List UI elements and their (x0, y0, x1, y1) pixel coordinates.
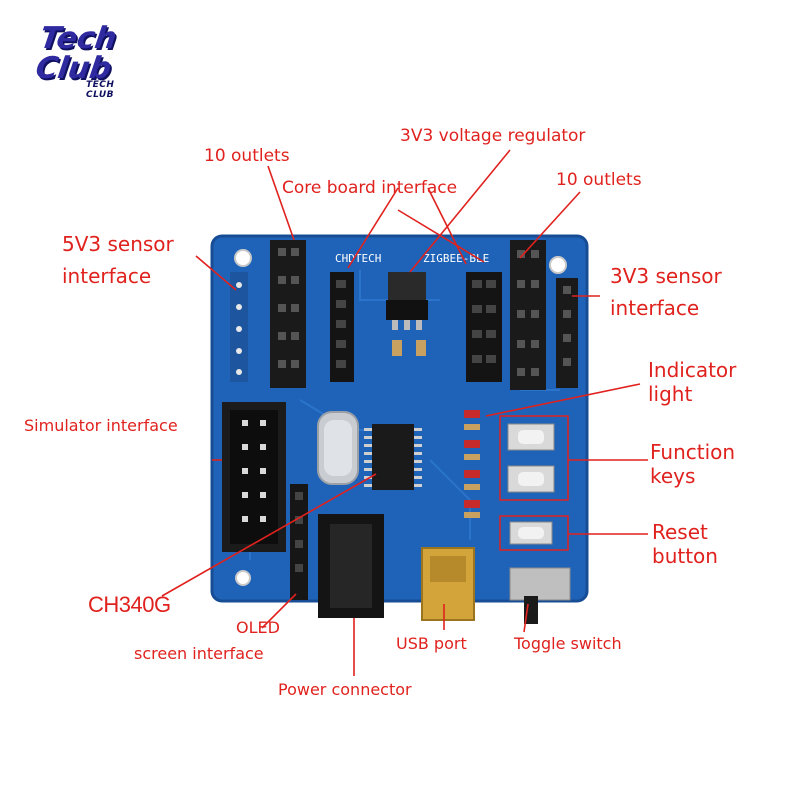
label-power-connector: Power connector (278, 680, 412, 699)
function-key-s2 (507, 423, 555, 451)
simulator-interface-connector (222, 402, 286, 552)
indicator-leds (464, 410, 480, 518)
logo-subtitle: TECH CLUB (86, 80, 115, 100)
logo-title: Tech Club (33, 21, 119, 86)
capacitor (392, 340, 402, 356)
right-outlet-header (510, 240, 546, 390)
label-toggle-switch: Toggle switch (514, 634, 622, 653)
toggle-switch-part (509, 567, 571, 624)
power-connector-part (318, 514, 384, 618)
leader-lines (161, 149, 648, 676)
core-board-header-left (330, 272, 354, 382)
voltage-regulator (386, 272, 428, 330)
ch340g-chip (364, 424, 422, 490)
label-sensor-3v3-line1: 3V3 sensor (610, 264, 722, 288)
mounting-hole (549, 256, 567, 274)
sensor-3v3-header (556, 278, 578, 388)
function-keys-highlight (499, 415, 569, 501)
capacitor (416, 340, 426, 356)
left-outlet-header (270, 240, 306, 388)
label-ch340g: CH340G (88, 592, 171, 617)
label-sensor-3v3-line2: interface (610, 296, 700, 320)
usb-port-part (421, 547, 475, 621)
label-oled-line1: OLED (236, 618, 280, 637)
label-usb-port: USB port (396, 634, 467, 653)
tech-club-logo: Tech Club TECH CLUB (14, 14, 146, 106)
label-voltage-regulator: 3V3 voltage regulator (400, 126, 586, 146)
label-reset-line1: Reset (652, 520, 708, 544)
silkscreen-left: CHDTECH (335, 252, 381, 265)
label-simulator: Simulator interface (24, 416, 178, 435)
label-outlets-left: 10 outlets (204, 146, 290, 166)
label-core-board: Core board interface (282, 178, 458, 198)
core-board-header-right (466, 272, 502, 382)
label-outlets-right: 10 outlets (556, 170, 642, 190)
label-function-keys-line2: keys (650, 464, 696, 488)
reset-button-highlight (499, 515, 569, 551)
label-oled-line2: screen interface (134, 644, 264, 663)
label-indicator-line1: Indicator (648, 358, 737, 382)
label-reset-line2: button (652, 544, 718, 568)
label-function-keys-line1: Function (650, 440, 736, 464)
crystal-oscillator (317, 411, 359, 485)
function-key-s1 (507, 465, 555, 493)
mounting-hole (234, 249, 252, 267)
oled-header (290, 484, 308, 600)
mounting-hole (235, 570, 251, 586)
sensor-5v3-pads (230, 272, 248, 382)
reset-button-part (509, 521, 553, 545)
label-sensor-5v3-line1: 5V3 sensor (62, 232, 174, 256)
label-indicator-line2: light (648, 382, 693, 406)
label-sensor-5v3-line2: interface (62, 264, 152, 288)
